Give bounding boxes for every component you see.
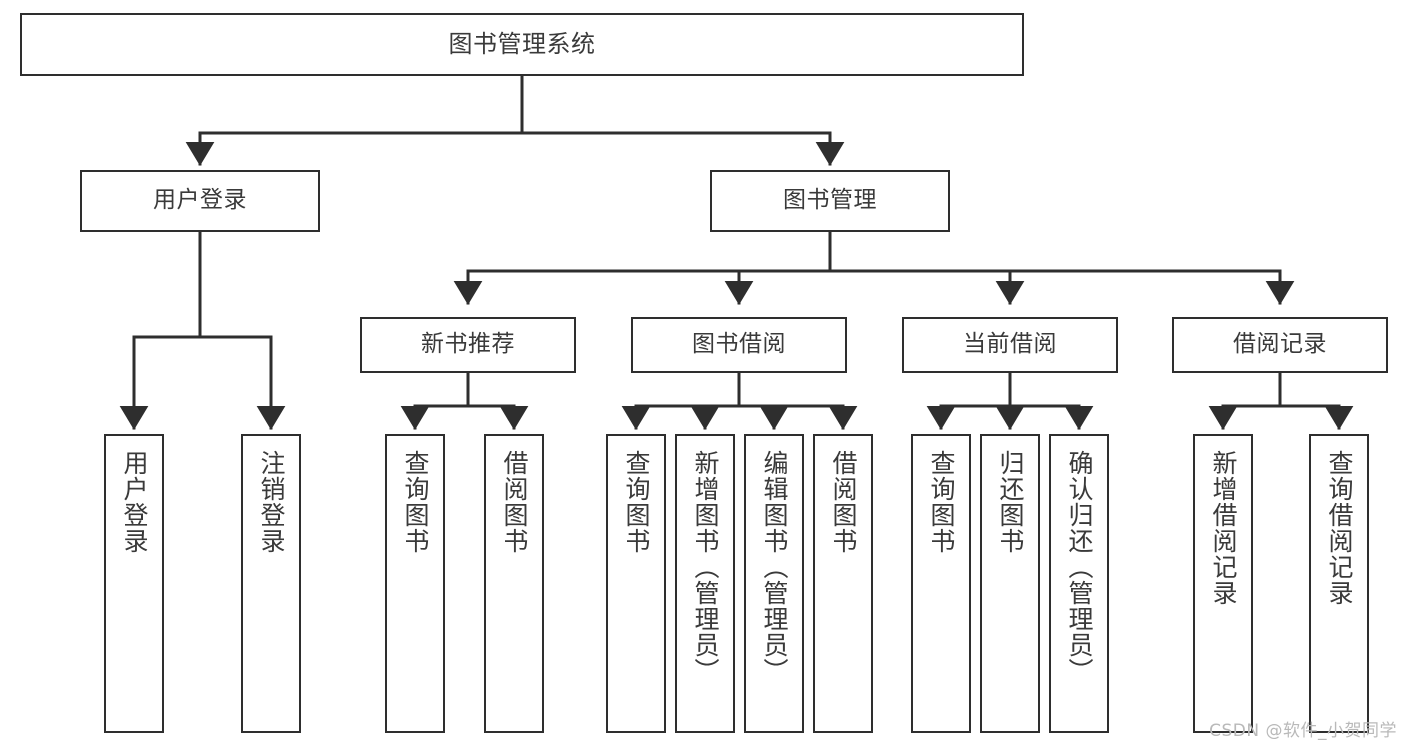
node-new-book-recommend-label: 新书推荐 xyxy=(421,331,515,358)
node-book-manage[interactable]: 图书管理 xyxy=(710,170,950,232)
leaf-borrow-book-2-label: 借阅图书 xyxy=(829,450,858,554)
leaf-confirm-return-label: 确认归还（管理员） xyxy=(1065,450,1094,684)
leaf-borrow-book-1-label: 借阅图书 xyxy=(500,450,529,554)
node-book-borrow[interactable]: 图书借阅 xyxy=(631,317,847,373)
leaf-edit-book[interactable]: 编辑图书（管理员） xyxy=(744,434,804,733)
leaf-add-book[interactable]: 新增图书（管理员） xyxy=(675,434,735,733)
leaf-borrow-book-2[interactable]: 借阅图书 xyxy=(813,434,873,733)
leaf-logout-login[interactable]: 注销登录 xyxy=(241,434,301,733)
node-root[interactable]: 图书管理系统 xyxy=(20,13,1024,76)
leaf-query-record[interactable]: 查询借阅记录 xyxy=(1309,434,1369,733)
leaf-query-book-2-label: 查询图书 xyxy=(622,450,651,554)
leaf-return-book[interactable]: 归还图书 xyxy=(980,434,1040,733)
leaf-query-book-1[interactable]: 查询图书 xyxy=(385,434,445,733)
csdn-watermark: CSDN @软件_小贺同学 xyxy=(1209,721,1397,741)
node-root-label: 图书管理系统 xyxy=(448,30,596,59)
leaf-query-book-1-label: 查询图书 xyxy=(401,450,430,554)
node-new-book-recommend[interactable]: 新书推荐 xyxy=(360,317,576,373)
node-current-borrow-label: 当前借阅 xyxy=(963,331,1057,358)
leaf-query-book-3-label: 查询图书 xyxy=(927,450,956,554)
leaf-add-record[interactable]: 新增借阅记录 xyxy=(1193,434,1253,733)
leaf-return-book-label: 归还图书 xyxy=(996,450,1025,554)
leaf-query-book-3[interactable]: 查询图书 xyxy=(911,434,971,733)
node-user-login[interactable]: 用户登录 xyxy=(80,170,320,232)
leaf-borrow-book-1[interactable]: 借阅图书 xyxy=(484,434,544,733)
leaf-logout-login-label: 注销登录 xyxy=(257,450,286,554)
leaf-add-book-label: 新增图书（管理员） xyxy=(691,450,720,684)
node-book-borrow-label: 图书借阅 xyxy=(692,331,786,358)
leaf-confirm-return[interactable]: 确认归还（管理员） xyxy=(1049,434,1109,733)
leaf-user-login[interactable]: 用户登录 xyxy=(104,434,164,733)
node-user-login-label: 用户登录 xyxy=(153,187,247,214)
node-borrow-record-label: 借阅记录 xyxy=(1233,331,1327,358)
leaf-user-login-label: 用户登录 xyxy=(120,450,149,554)
leaf-query-book-2[interactable]: 查询图书 xyxy=(606,434,666,733)
node-borrow-record[interactable]: 借阅记录 xyxy=(1172,317,1388,373)
node-book-manage-label: 图书管理 xyxy=(783,187,877,214)
leaf-add-record-label: 新增借阅记录 xyxy=(1209,450,1238,606)
leaf-query-record-label: 查询借阅记录 xyxy=(1325,450,1354,606)
leaf-edit-book-label: 编辑图书（管理员） xyxy=(760,450,789,684)
node-current-borrow[interactable]: 当前借阅 xyxy=(902,317,1118,373)
